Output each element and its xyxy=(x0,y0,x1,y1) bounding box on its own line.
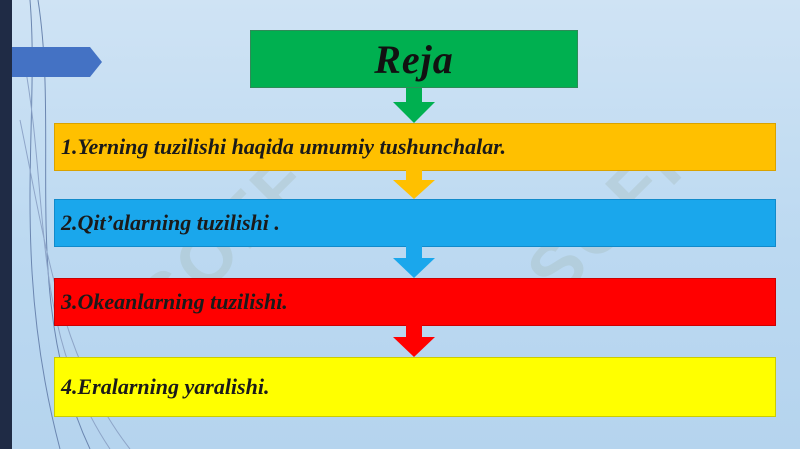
plan-item-3: 3.Okeanlarning tuzilishi. xyxy=(54,278,776,326)
page-title: Reja xyxy=(374,36,454,82)
arrow-tab-shape xyxy=(12,47,102,77)
left-sidebar-bar xyxy=(0,0,12,449)
plan-item-2: 2.Qit’alarning tuzilishi . xyxy=(54,199,776,247)
plan-item-1: 1.Yerning tuzilishi haqida umumiy tushun… xyxy=(54,123,776,171)
down-arrow-orange xyxy=(393,170,435,199)
plan-item-1-text: 1.Yerning tuzilishi haqida umumiy tushun… xyxy=(61,134,507,159)
plan-item-4: 4.Eralarning yaralishi. xyxy=(54,357,776,417)
down-arrow-blue xyxy=(393,246,435,278)
down-arrow-green xyxy=(393,88,435,123)
plan-item-3-text: 3.Okeanlarning tuzilishi. xyxy=(61,289,288,314)
plan-item-2-text: 2.Qit’alarning tuzilishi . xyxy=(61,210,280,235)
plan-item-4-text: 4.Eralarning yaralishi. xyxy=(61,374,270,399)
title-box: Reja xyxy=(250,30,578,88)
down-arrow-red xyxy=(393,325,435,357)
